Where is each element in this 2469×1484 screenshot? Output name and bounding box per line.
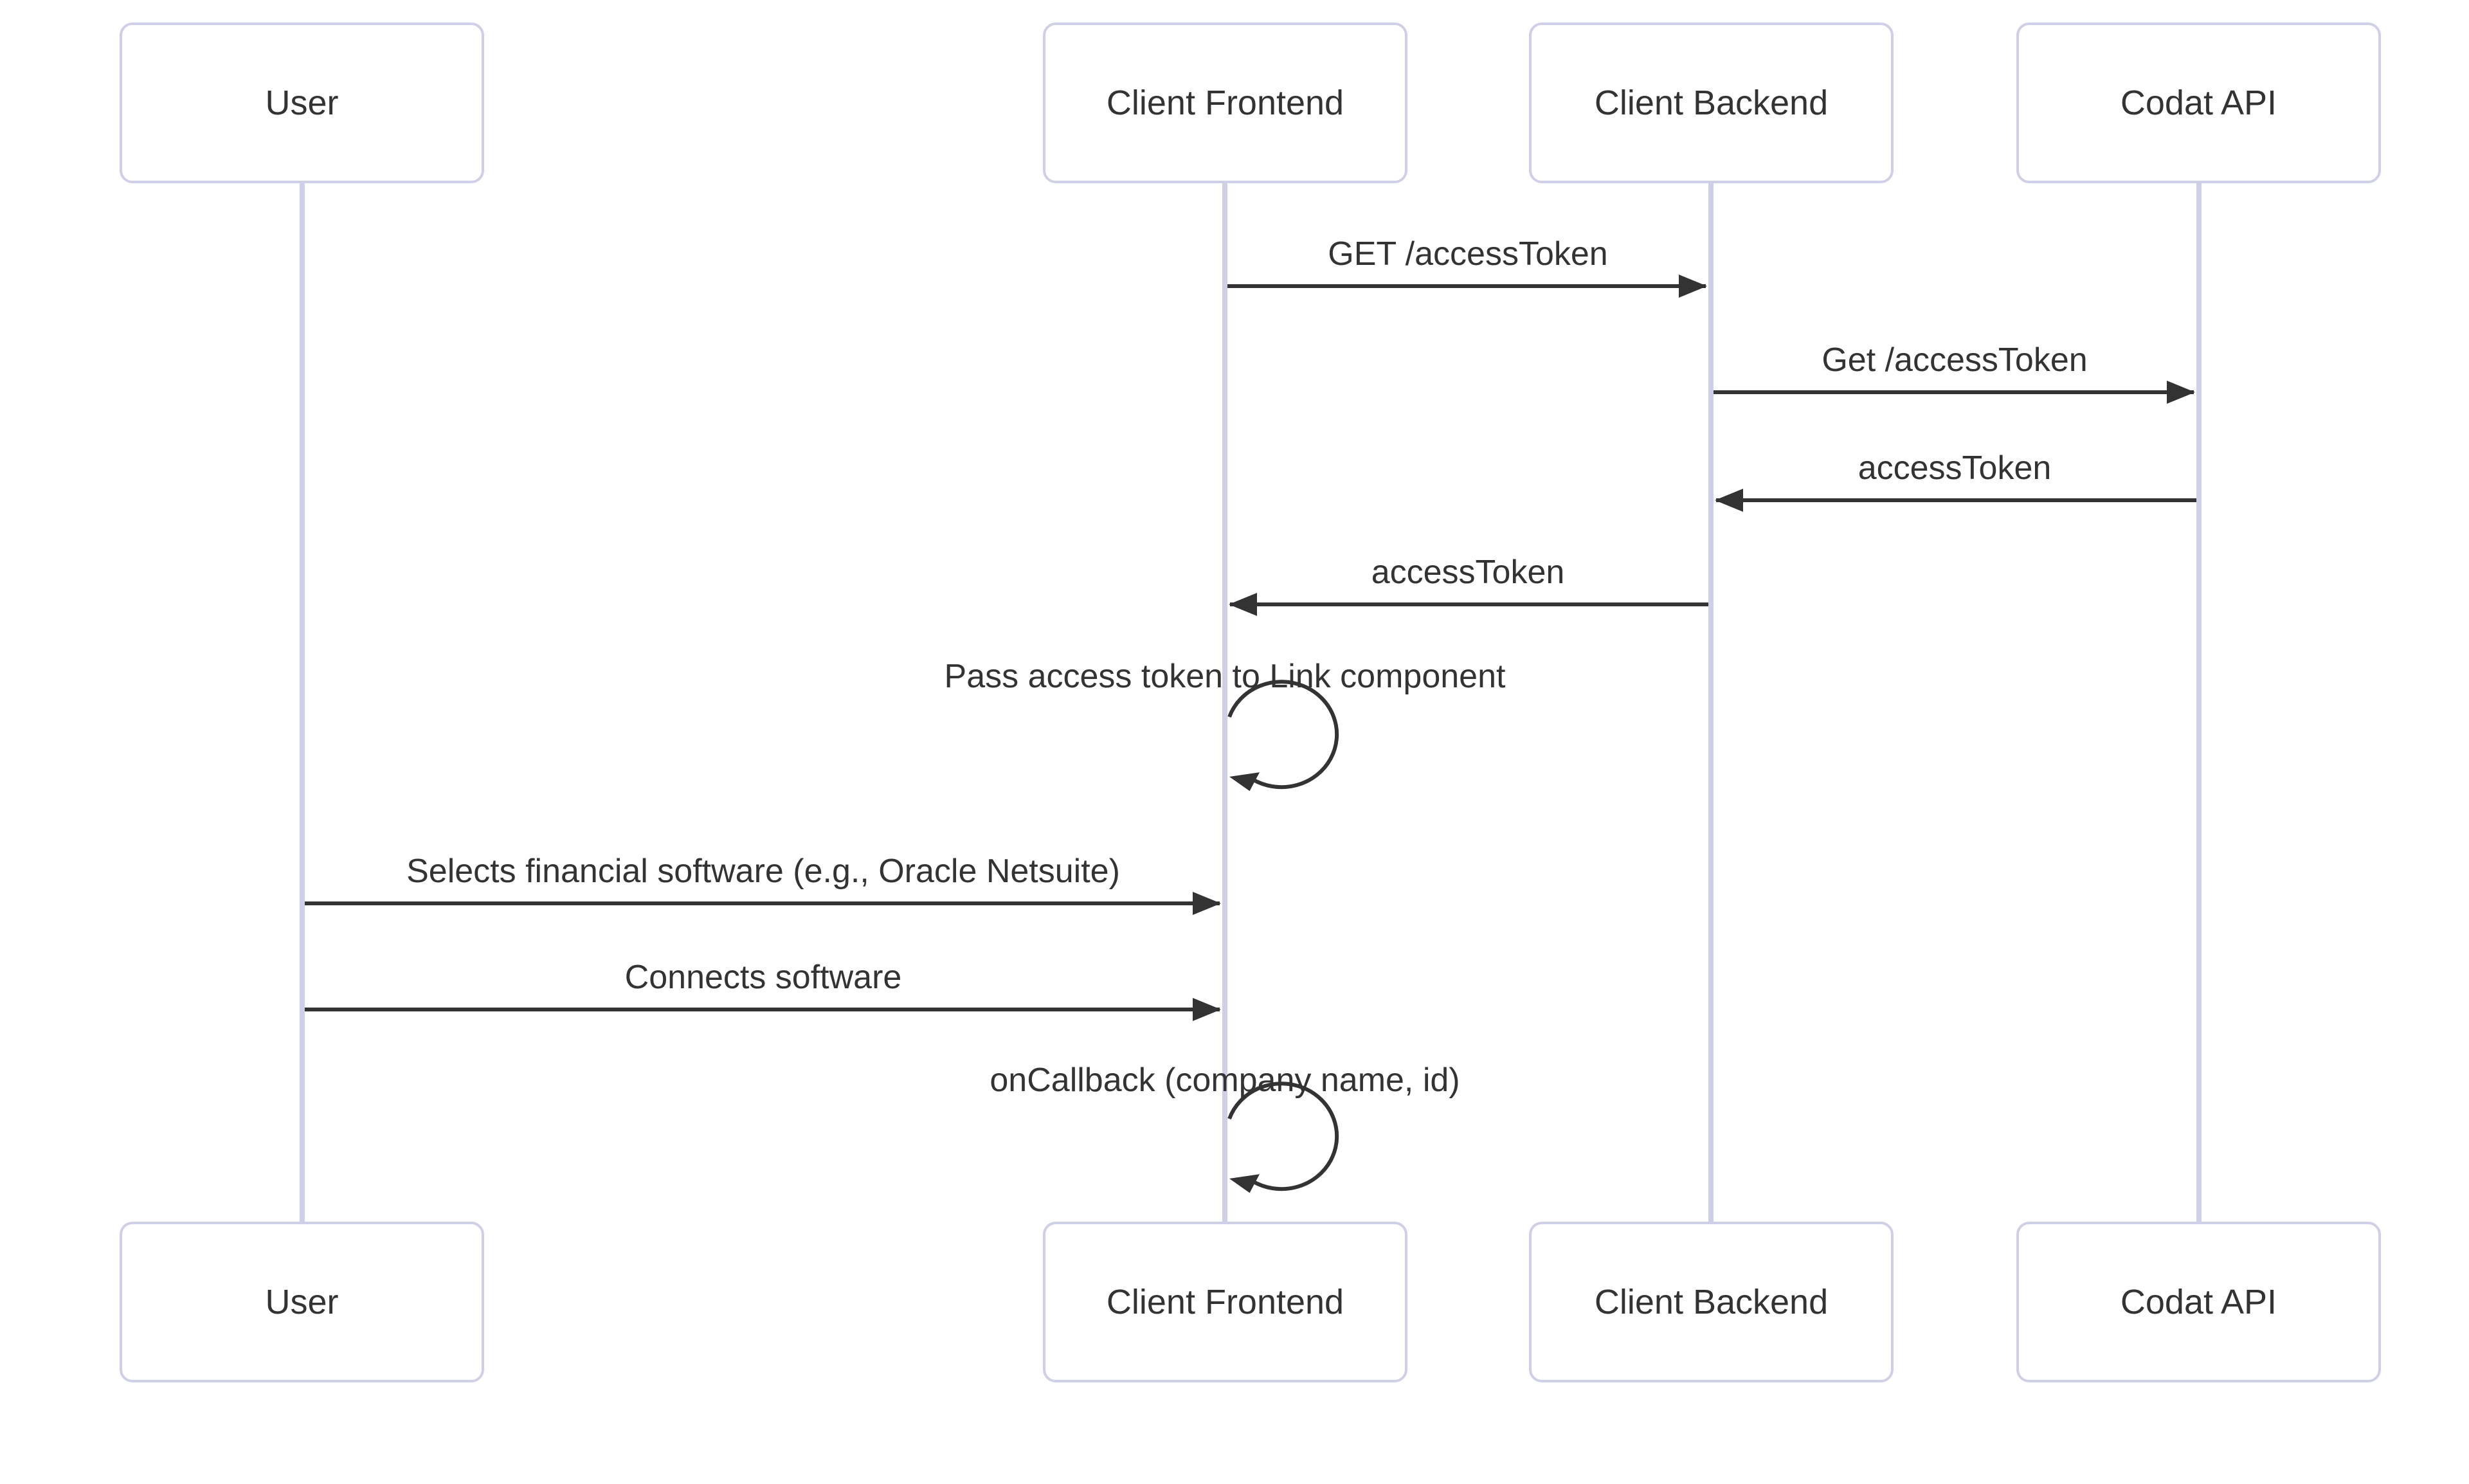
actor-label: Client Frontend (1106, 1283, 1344, 1321)
self-loop-oncallback (1227, 1081, 1339, 1191)
msg-oncallback: onCallback (company name, id) (990, 1062, 1460, 1099)
msg-selects-software: Selects financial software (e.g., Oracle… (406, 853, 1120, 890)
actor-label: Codat API (2120, 1283, 2277, 1321)
self-loop-oncallback-arrowhead (1229, 1174, 1260, 1193)
msg-get-accesstoken: GET /accessToken (1328, 235, 1608, 273)
actor-label: Codat API (2120, 84, 2277, 122)
actor-label: Client Frontend (1106, 84, 1344, 122)
actor-top-user: User (120, 23, 484, 183)
actor-top-client-frontend: Client Frontend (1043, 23, 1407, 183)
msg-pass-access-token: Pass access token to Link component (944, 658, 1506, 695)
msg-accesstoken-to-frontend: accessToken (1371, 554, 1565, 591)
self-loop-pass-access-token-arrowhead (1229, 772, 1260, 792)
self-loop-pass-access-token (1227, 680, 1339, 790)
actor-bottom-user: User (120, 1222, 484, 1382)
actor-label: User (265, 84, 339, 122)
actor-bottom-codat-api: Codat API (2016, 1222, 2381, 1382)
actor-label: Client Backend (1594, 84, 1829, 122)
actor-bottom-client-backend: Client Backend (1529, 1222, 1894, 1382)
msg-accesstoken-to-backend: accessToken (1858, 449, 2052, 487)
msg-connects-software: Connects software (624, 959, 902, 996)
actor-top-codat-api: Codat API (2016, 23, 2381, 183)
actor-bottom-client-frontend: Client Frontend (1043, 1222, 1407, 1382)
actor-label: Client Backend (1594, 1283, 1829, 1321)
actor-label: User (265, 1283, 339, 1321)
actor-top-client-backend: Client Backend (1529, 23, 1894, 183)
msg-get-accesstoken-codat: Get /accessToken (1822, 341, 2088, 379)
